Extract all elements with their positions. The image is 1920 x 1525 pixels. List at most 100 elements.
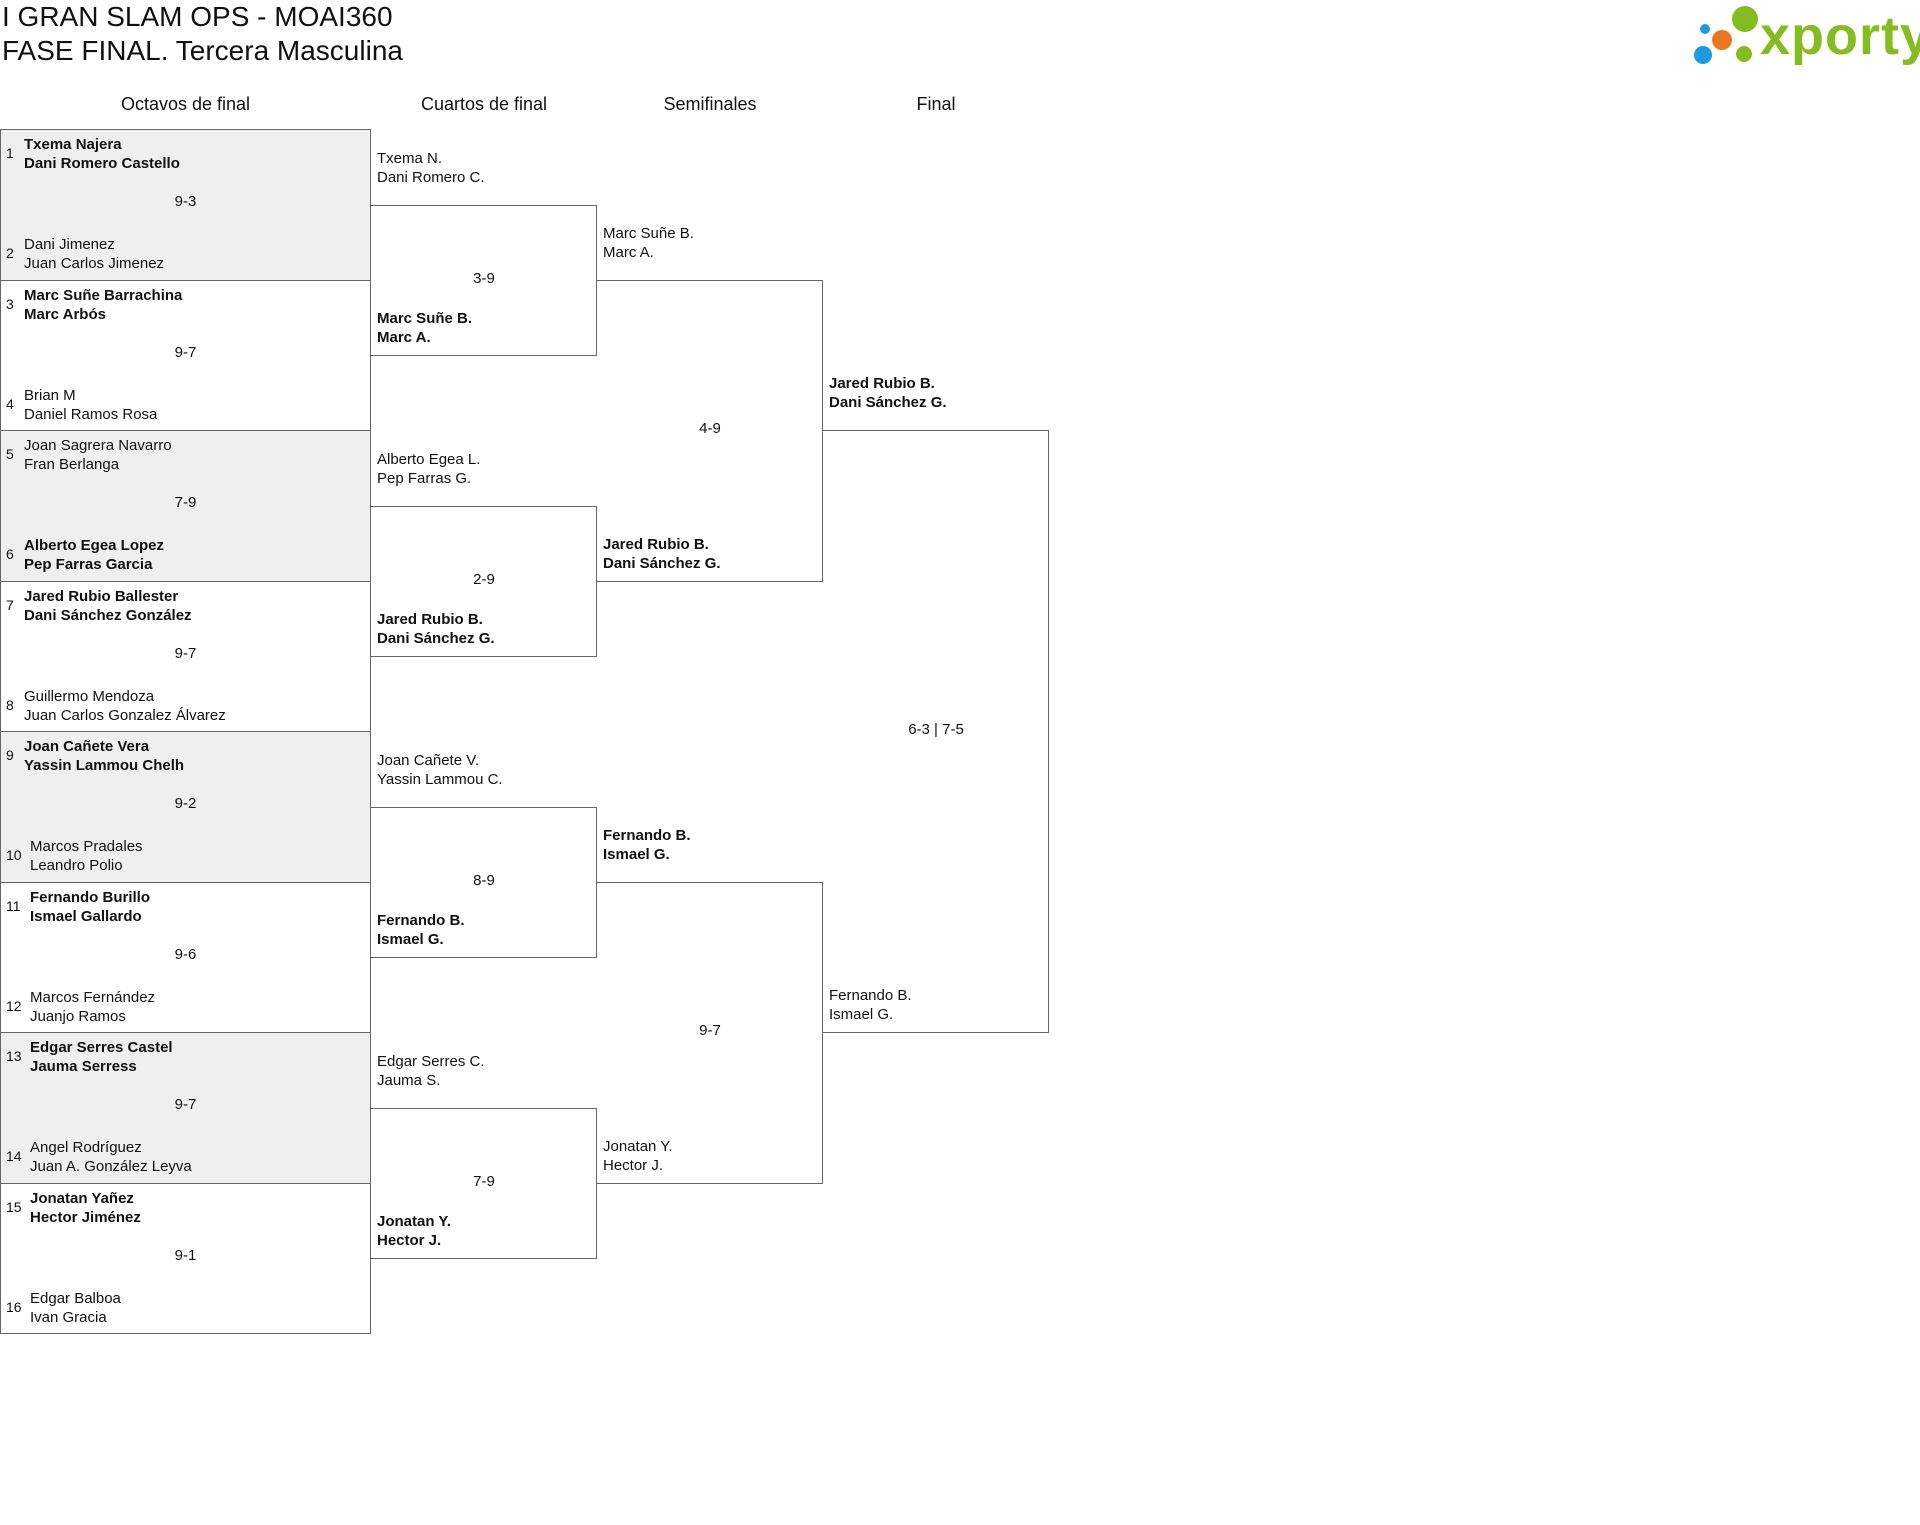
match-score: 4-9 (699, 420, 721, 437)
player-name: Joan Sagrera Navarro (24, 437, 172, 454)
match-box-cuartos (371, 806, 597, 958)
match-score: 6-3 | 7-5 (908, 721, 964, 738)
match-score: 9-6 (174, 945, 197, 963)
player-name: Edgar Balboa (30, 1289, 121, 1307)
player-name: Marc A. (603, 243, 654, 261)
logo-dot-green (1732, 6, 1758, 32)
match-score: 7-9 (473, 1172, 495, 1190)
match-score: 3-9 (473, 269, 495, 287)
match-score: 9-2 (174, 795, 197, 812)
player-name: Joan Cañete V. (377, 751, 480, 769)
round-header-semifinales: Semifinales (663, 94, 757, 114)
page-subtitle: FASE FINAL. Tercera Masculina (2, 35, 403, 66)
team-names: Jared Rubio B.Dani Sánchez G. (829, 374, 947, 412)
match-box-cuartos (371, 1107, 597, 1259)
player-name: Jared Rubio B. (377, 610, 483, 628)
player-name: Fernando B. (829, 987, 912, 1004)
match-box-octavos (0, 430, 371, 582)
player-name: Marc Suñe B. (377, 309, 473, 327)
round-header-final: Final (916, 94, 956, 114)
round-header-octavos: Octavos de final (120, 94, 251, 114)
seed-number: 13 (6, 1048, 22, 1064)
player-name: Txema Najera (24, 136, 122, 153)
player-name: Alberto Egea L. (377, 450, 481, 468)
match-score: 9-7 (174, 1096, 197, 1113)
seed-number: 3 (6, 295, 14, 312)
seed-number: 8 (6, 696, 14, 713)
seed-number: 12 (6, 997, 22, 1014)
player-name: Marcos Pradales (30, 838, 143, 855)
player-name: Juan A. González Leyva (30, 1158, 192, 1175)
team-names: Jared Rubio B.Dani Sánchez G. (603, 535, 721, 573)
match-score: 9-7 (174, 343, 197, 361)
player-name: Marc A. (377, 328, 431, 346)
team-names: Fernando B.Ismael G. (603, 826, 691, 864)
match-box-octavos (0, 129, 371, 281)
player-name: Guillermo Mendoza (24, 687, 155, 705)
player-name: Marcos Fernández (30, 988, 156, 1006)
player-name: Jonatan Y. (603, 1137, 673, 1155)
match-box-octavos (0, 1032, 371, 1184)
match-box-cuartos (371, 204, 597, 356)
seed-number: 14 (6, 1148, 22, 1164)
player-name: Dani Romero Castello (24, 155, 180, 172)
player-name: Ismael G. (377, 930, 444, 948)
match-score: 9-3 (174, 193, 197, 210)
player-name: Marc Suñe B. (603, 224, 694, 242)
team-names: Jonatan Y.Hector J. (377, 1212, 451, 1250)
player-name: Hector Jiménez (30, 1208, 141, 1226)
player-name: Dani Sánchez G. (603, 554, 721, 572)
player-name: Edgar Serres Castel (30, 1039, 173, 1056)
player-name: Alberto Egea Lopez (24, 537, 165, 554)
team-names: Joan Cañete V.Yassin Lammou C. (377, 751, 503, 789)
player-name: Daniel Ramos Rosa (24, 405, 158, 423)
team-names: Marc Suñe B.Marc A. (377, 309, 472, 347)
round-header-cuartos: Cuartos de final (420, 94, 548, 114)
player-name: Marc Arbós (24, 305, 106, 323)
seed-number: 5 (6, 446, 14, 462)
seed-number: 10 (6, 847, 22, 863)
player-name: Jonatan Y. (377, 1212, 451, 1230)
xporty-logo: xporty (1690, 2, 1920, 72)
player-name: Jared Rubio B. (603, 535, 709, 553)
player-name: Joan Cañete Vera (24, 738, 150, 755)
team-names: Jonatan Y.Hector J. (603, 1137, 673, 1175)
logo-dot-green-small (1736, 46, 1752, 62)
player-name: Juanjo Ramos (30, 1007, 126, 1025)
logo-dot-blue-small (1700, 24, 1710, 34)
match-box-semis (597, 279, 823, 582)
player-name: Dani Jimenez (24, 236, 115, 253)
team-names: Jared Rubio B.Dani Sánchez G. (377, 610, 495, 648)
seed-number: 16 (6, 1298, 22, 1315)
player-name: Angel Rodríguez (30, 1139, 142, 1156)
logo-dot-orange (1712, 30, 1732, 50)
match-score: 9-7 (699, 1022, 721, 1039)
match-score: 7-9 (174, 494, 197, 511)
seed-number: 11 (6, 897, 21, 914)
player-name: Ismael G. (603, 845, 670, 863)
match-score: 9-1 (174, 1246, 197, 1264)
match-score: 2-9 (473, 570, 495, 588)
seed-number: 15 (6, 1198, 22, 1215)
player-name: Hector J. (377, 1231, 442, 1249)
player-name: Leandro Polio (30, 857, 123, 874)
logo-text: xporty (1760, 6, 1920, 66)
player-name: Fran Berlanga (24, 456, 120, 473)
match-score: 8-9 (473, 871, 495, 889)
team-names: Alberto Egea L.Pep Farras G. (377, 450, 480, 488)
player-name: Dani Sánchez González (24, 606, 192, 624)
player-name: Juan Carlos Gonzalez Álvarez (24, 706, 226, 724)
player-name: Marc Suñe Barrachina (24, 286, 183, 304)
